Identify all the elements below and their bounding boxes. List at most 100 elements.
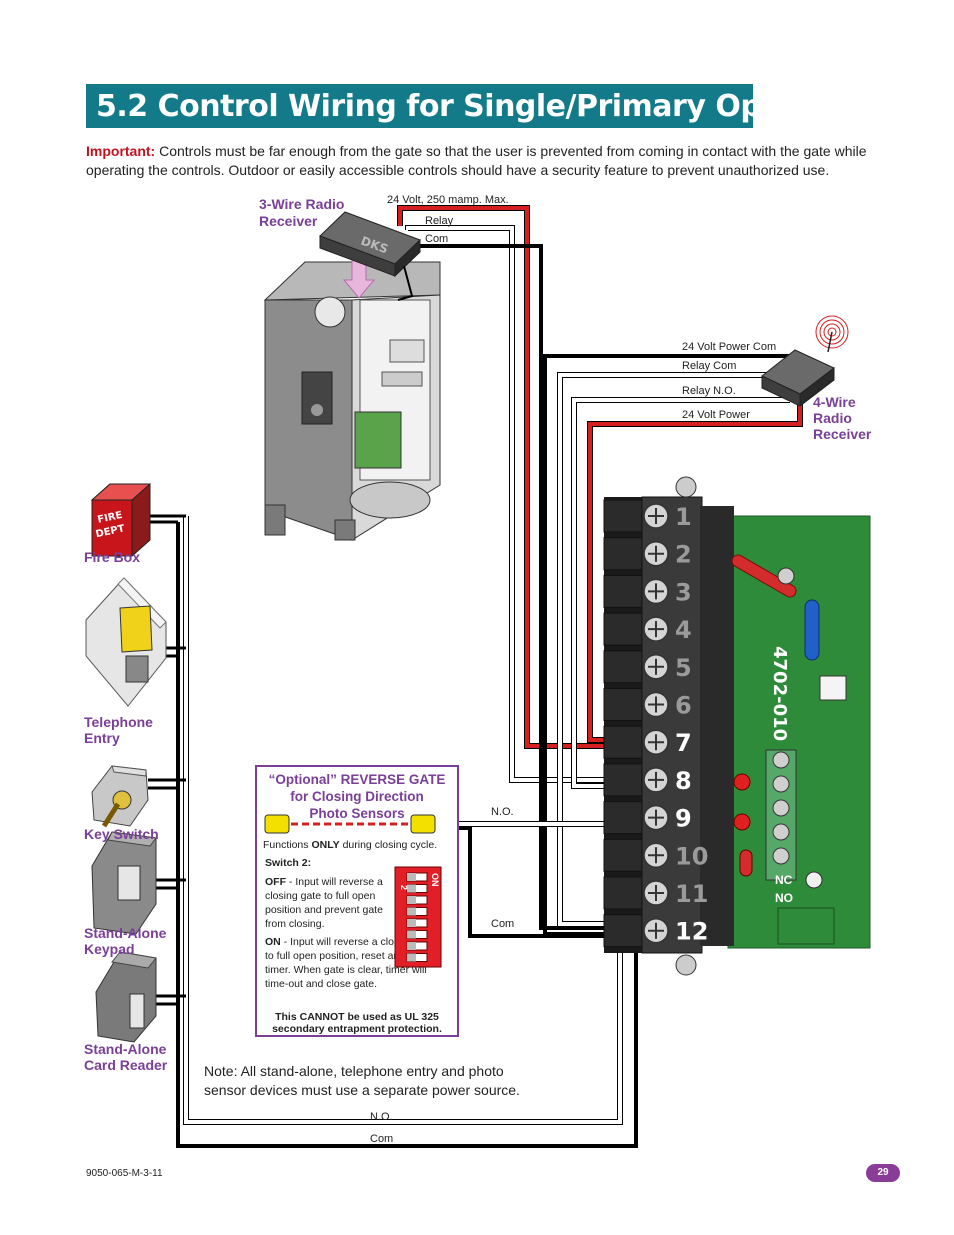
functions-note: Functions ONLY during closing cycle. (263, 839, 438, 851)
wire-label-relay: Relay (425, 215, 454, 227)
terminal-screw-slot (648, 545, 664, 562)
telephone-entry-label-2: Entry (84, 730, 120, 746)
dip-slot (406, 872, 428, 882)
board-terminal-screw (772, 823, 790, 841)
board-terminal-screw (772, 799, 790, 817)
terminal-number: 12 (675, 918, 708, 946)
terminal-slot (603, 725, 643, 759)
terminal-screw-slot (648, 734, 664, 751)
telephone-entry-label-1: Telephone (84, 714, 153, 730)
wire-label-pwr-com: 24 Volt Power Com (682, 341, 776, 353)
terminal-screw-slot (648, 696, 664, 713)
switch-on-text: ON - Input will reverse a closing gate t… (265, 936, 437, 990)
board-terminal-screw (772, 751, 790, 769)
dip-num-label: 2 (399, 885, 409, 890)
terminal-screw-slot (648, 508, 664, 524)
wire-label-relay-com: Relay Com (682, 360, 736, 372)
terminal-slot (603, 801, 643, 835)
terminal-number: 2 (675, 541, 692, 569)
page-title: 5.2 Control Wiring for Single/Primary Op… (86, 84, 753, 128)
wire-label-sensor-no: N.O. (491, 806, 514, 818)
wire-label-bottom-no: N.O. (370, 1111, 393, 1123)
keypad-label-2: Keypad (84, 941, 135, 957)
terminal-slot (603, 537, 643, 571)
card-reader-label-2: Card Reader (84, 1057, 168, 1073)
device-taps (148, 514, 186, 1006)
dip-slot (406, 884, 428, 893)
dip-on-label: ON (430, 873, 440, 887)
document-code: 9050-065-M-3-11 (86, 1168, 163, 1179)
terminal-slot (603, 838, 643, 872)
terminal-number: 4 (675, 616, 692, 644)
switch-label: Switch 2: (265, 857, 312, 869)
dip-toggle (407, 884, 416, 893)
terminal-number: 5 (675, 654, 692, 682)
no-label: NO (775, 891, 793, 905)
four-wire-radio-label-1: 4-Wire (813, 394, 856, 410)
important-text: Controls must be far enough from the gat… (86, 143, 867, 178)
wire-label-pwr: 24 Volt Power (682, 409, 750, 421)
three-wire-radio-label-1: 3-Wire Radio (259, 196, 344, 212)
telephone-entry-panel (85, 577, 167, 707)
board-model-label: 4702-010 (769, 646, 790, 741)
terminal-screw-slot (648, 621, 664, 638)
four-wire-radio-label-3: Receiver (813, 426, 872, 442)
wire-3wire-relay (405, 225, 642, 783)
wire-label-bottom-com: Com (370, 1133, 393, 1145)
switch-off-text: OFF - Input will reverse a closing gate … (265, 876, 383, 930)
photo-sensor-panel: “Optional” REVERSE GATE for Closing Dire… (255, 765, 459, 1037)
three-wire-radio-receiver: DKS (319, 211, 421, 301)
gate-operator-cabinet (263, 257, 441, 541)
page-number: 29 (866, 1164, 900, 1182)
dip-toggle (407, 907, 416, 916)
card-reader-label-1: Stand-Alone (84, 1041, 167, 1057)
terminal-screw-slot (648, 922, 664, 939)
wire-3wire-com (414, 244, 642, 930)
terminal-number: 7 (675, 729, 692, 757)
important-notice: Important: Controls must be far enough f… (86, 142, 876, 180)
dip-slot (406, 895, 428, 905)
board-terminal-screw (772, 847, 790, 865)
terminal-slot (603, 876, 643, 910)
key-switch (91, 765, 149, 828)
important-label: Important: (86, 143, 156, 159)
wire-label-relay-no: Relay N.O. (682, 385, 736, 397)
dip-toggle (407, 896, 416, 904)
three-wire-radio-label-2: Receiver (259, 213, 318, 229)
terminal-slot (603, 763, 643, 797)
keypad-label-1: Stand-Alone (84, 925, 167, 941)
terminal-slot (603, 650, 643, 684)
ul-warning: This CANNOT be used as UL 325 secondary … (272, 1011, 442, 1035)
dip-toggle (407, 919, 416, 927)
terminal-number: 3 (675, 578, 692, 606)
terminal-screw-slot (648, 583, 664, 600)
wire-label-24v-max: 24 Volt, 250 mamp. Max. (387, 194, 509, 206)
terminal-slot (603, 914, 643, 948)
wire-4wire-relay-com (557, 372, 780, 927)
four-wire-radio-label-2: Radio (813, 410, 852, 426)
terminal-slot (603, 574, 643, 608)
terminal-slot (603, 499, 643, 533)
terminal-screw-slot (648, 847, 664, 864)
terminal-number: 9 (675, 805, 692, 833)
terminal-screw-slot (648, 658, 664, 675)
nc-label: NC (775, 873, 793, 887)
terminal-screw-slot (648, 885, 664, 901)
board-terminal-screw (772, 775, 790, 793)
terminal-slot (603, 612, 643, 646)
four-wire-radio-receiver (761, 315, 849, 408)
terminal-screw-slot (648, 809, 664, 826)
photo-sensor-title: “Optional” REVERSE GATE for Closing Dire… (268, 772, 446, 821)
terminal-slot (603, 688, 643, 721)
fire-box: FIRE DEPT (90, 483, 152, 557)
terminal-screws (603, 499, 669, 948)
dip-slot (406, 918, 428, 928)
terminal-number: 8 (675, 767, 692, 795)
terminal-screw-slot (648, 771, 664, 788)
wire-label-com: Com (425, 233, 448, 245)
wire-label-sensor-com: Com (491, 918, 514, 930)
terminal-number: 10 (675, 842, 708, 870)
power-source-note: Note: All stand-alone, telephone entry a… (204, 1063, 520, 1098)
